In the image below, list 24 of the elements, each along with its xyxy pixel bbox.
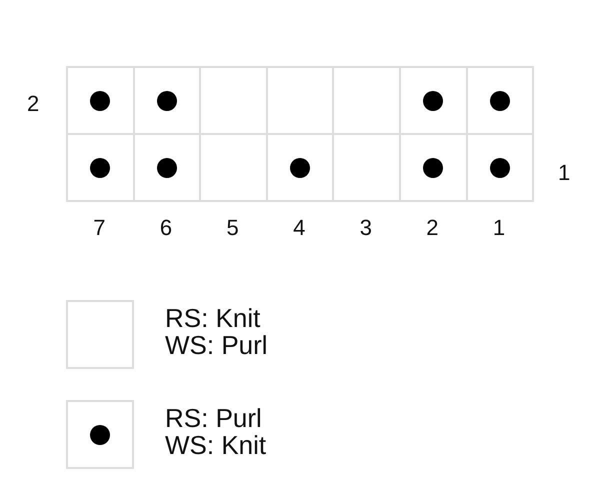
chart-square: [466, 133, 534, 202]
stitch-dot: [90, 90, 110, 110]
column-number: 2: [426, 217, 439, 239]
stitch-dot: [490, 158, 510, 178]
chart-square: [66, 66, 135, 135]
column-number: 6: [160, 217, 172, 239]
stitch-dot: [290, 158, 310, 178]
legend-text: RS: Purl WS: Knit: [165, 405, 268, 460]
stitch-dot: [490, 90, 510, 110]
column-number: 1: [492, 217, 506, 239]
legend-text: RS: Knit WS: Purl: [165, 305, 269, 360]
row-number: 1: [558, 162, 570, 184]
chart-square: [466, 66, 534, 135]
stitch-dot: [90, 158, 110, 178]
stitch-dot: [156, 90, 177, 110]
column-number: 4: [293, 217, 306, 239]
column-number: 3: [360, 217, 372, 239]
column-number: 7: [93, 217, 106, 239]
column-number: 5: [226, 217, 239, 239]
stitch-dot: [423, 90, 444, 110]
row-number: 2: [27, 93, 40, 115]
chart-square: [66, 133, 135, 202]
stitch-dot: [156, 158, 177, 178]
stitch-dot: [423, 158, 444, 178]
